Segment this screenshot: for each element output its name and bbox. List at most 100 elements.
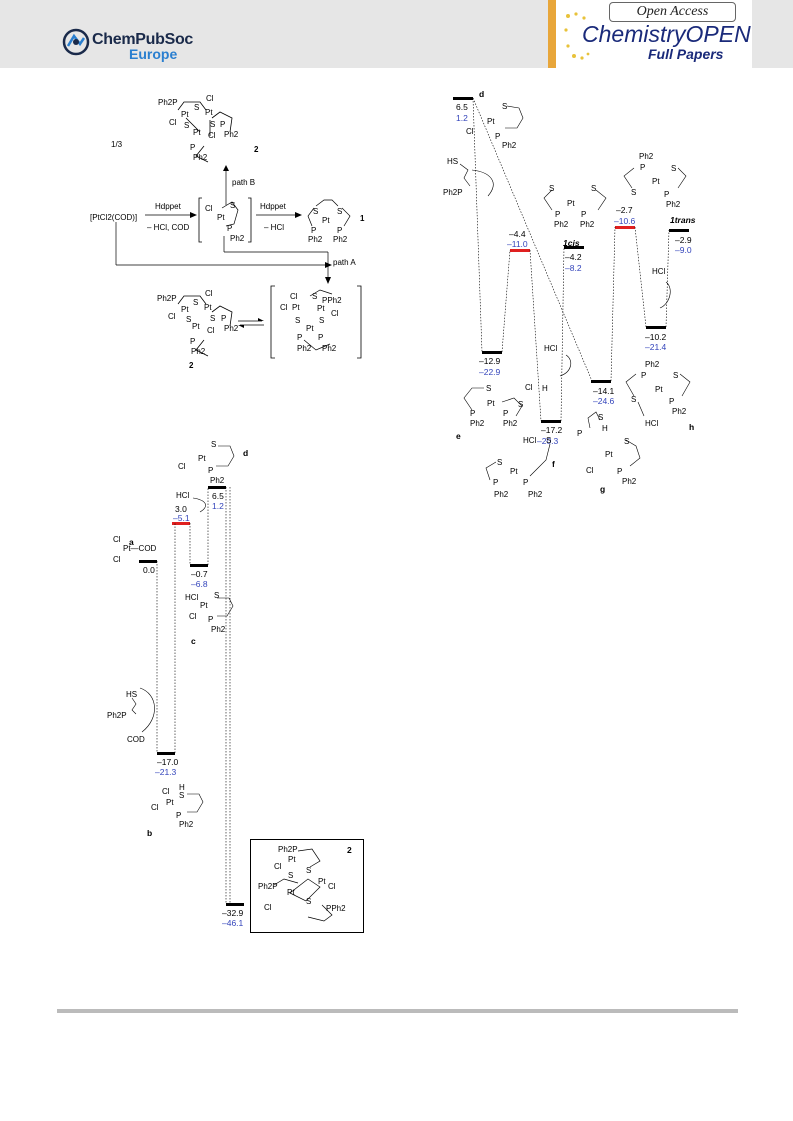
structure-f	[485, 443, 551, 481]
energy-a: 0.0	[143, 565, 155, 575]
atom-pt: Pt	[192, 322, 200, 331]
species-hcl: HCl	[176, 491, 190, 500]
isomer-bracket	[270, 285, 362, 359]
atom-ph2: Ph2	[179, 820, 194, 829]
atom-p: P	[641, 371, 647, 380]
atom-pt: Pt	[306, 324, 314, 333]
label-b: b	[147, 828, 153, 838]
journal-badge-accent	[548, 0, 556, 68]
publisher-name: ChemPubSoc	[92, 31, 194, 48]
atom-s: S	[631, 188, 637, 197]
atom-s: S	[210, 314, 216, 323]
atom-pt: Pt	[200, 601, 208, 610]
atom-p: P	[337, 226, 343, 235]
species-cod: COD	[127, 735, 145, 744]
stars-icon	[564, 12, 590, 60]
atom-cl: Cl	[205, 204, 213, 213]
atom-ph2: Ph2	[554, 220, 569, 229]
atom-ph2p: Ph2P	[107, 711, 127, 720]
atom-ph2: Ph2	[230, 234, 245, 243]
atom-h: H	[542, 384, 548, 393]
label-1trans: 1trans	[670, 215, 696, 225]
atom-ph2p: Ph2P	[258, 882, 278, 891]
structure-1trans	[623, 167, 687, 189]
energy-ts1-2: –5.1	[173, 513, 190, 523]
atom-pt: Pt	[487, 117, 495, 126]
atom-cl: Cl	[151, 803, 159, 812]
compound-2-box	[250, 839, 364, 933]
energy-1trans-2: –9.0	[675, 245, 692, 255]
atom-ph2: Ph2	[210, 476, 225, 485]
atom-pt: Pt	[198, 454, 206, 463]
energy-d-1: 6.5	[212, 491, 224, 501]
label-c: c	[191, 636, 196, 646]
start-complex: [PtCl2(COD)]	[90, 213, 138, 222]
reaction-arrow-1	[145, 212, 197, 218]
atom-cl: Cl	[207, 326, 215, 335]
atom-pph2: PPh2	[326, 904, 346, 913]
atom-pt: Pt	[205, 108, 213, 117]
atom-cl: Cl	[466, 127, 474, 136]
scheme-compound-1: 1	[360, 214, 365, 223]
species-hs-right: HS	[447, 157, 459, 166]
atom-ph2p: Ph2P	[443, 188, 463, 197]
species-hcl-h: HCl	[652, 267, 666, 276]
atom-ph2: Ph2	[666, 200, 681, 209]
atom-ph2: Ph2	[297, 344, 312, 353]
atom-p: P	[664, 190, 670, 199]
atom-ph2: Ph2	[528, 490, 543, 499]
atom-ph2: Ph2	[308, 235, 323, 244]
scheme-fraction: 1/3	[111, 140, 123, 149]
atom-p: P	[495, 132, 501, 141]
atom-ph2: Ph2	[622, 477, 637, 486]
atom-ph2: Ph2	[193, 153, 208, 162]
energy-ts3-2: –10.6	[614, 216, 636, 226]
energy-c-2: –6.8	[191, 579, 208, 589]
atom-pt: Pt	[292, 303, 300, 312]
level-b	[157, 752, 175, 755]
level-2	[226, 903, 244, 906]
level-c	[190, 564, 208, 567]
level-ts2	[510, 249, 530, 252]
label-1cis: 1cis	[563, 238, 580, 248]
atom-p: P	[640, 163, 646, 172]
path-b-label: path B	[232, 178, 256, 187]
atom-s: S	[673, 371, 679, 380]
atom-cl: Cl	[178, 462, 186, 471]
atom-s: S	[502, 102, 508, 111]
atom-p: P	[470, 409, 476, 418]
energy-ts2-1: –4.4	[509, 229, 526, 239]
atom-ph2: Ph2	[333, 235, 348, 244]
energy-c-1: –0.7	[191, 569, 208, 579]
atom-ph2: Ph2	[672, 407, 687, 416]
section-label: Full Papers	[648, 46, 724, 62]
atom-h: H	[602, 424, 608, 433]
energy-g-1: –14.1	[593, 386, 615, 396]
atom-cl: Cl	[586, 466, 594, 475]
arrow1-reagent: Hdppet	[155, 202, 181, 211]
atom-p: P	[220, 120, 226, 129]
atom-s: S	[214, 591, 220, 600]
level-d-right	[453, 97, 473, 100]
atom-hcl: HCl	[645, 419, 659, 428]
energy-b-1: –17.0	[157, 757, 179, 767]
footer-rule	[57, 1009, 738, 1013]
atom-s: S	[295, 316, 301, 325]
atom-pt: Pt	[181, 305, 189, 314]
energy-d-right-2: 1.2	[456, 113, 468, 123]
atom-ph2p: Ph2P	[278, 845, 298, 854]
level-f	[541, 420, 561, 423]
energy-h-2: –21.4	[645, 342, 667, 352]
atom-cl: Cl	[274, 862, 282, 871]
energy-2-1: –32.9	[222, 908, 244, 918]
product-1-structure	[307, 199, 351, 227]
energy-d-right-1: 6.5	[456, 102, 468, 112]
label-a: a	[129, 537, 134, 547]
atom-cl: Cl	[168, 312, 176, 321]
atom-ph2: Ph2	[639, 152, 654, 161]
atom-p: P	[297, 333, 303, 342]
atom-p: P	[190, 337, 196, 346]
atom-s: S	[313, 207, 319, 216]
energy-ts2-2: –11.0	[507, 239, 528, 249]
